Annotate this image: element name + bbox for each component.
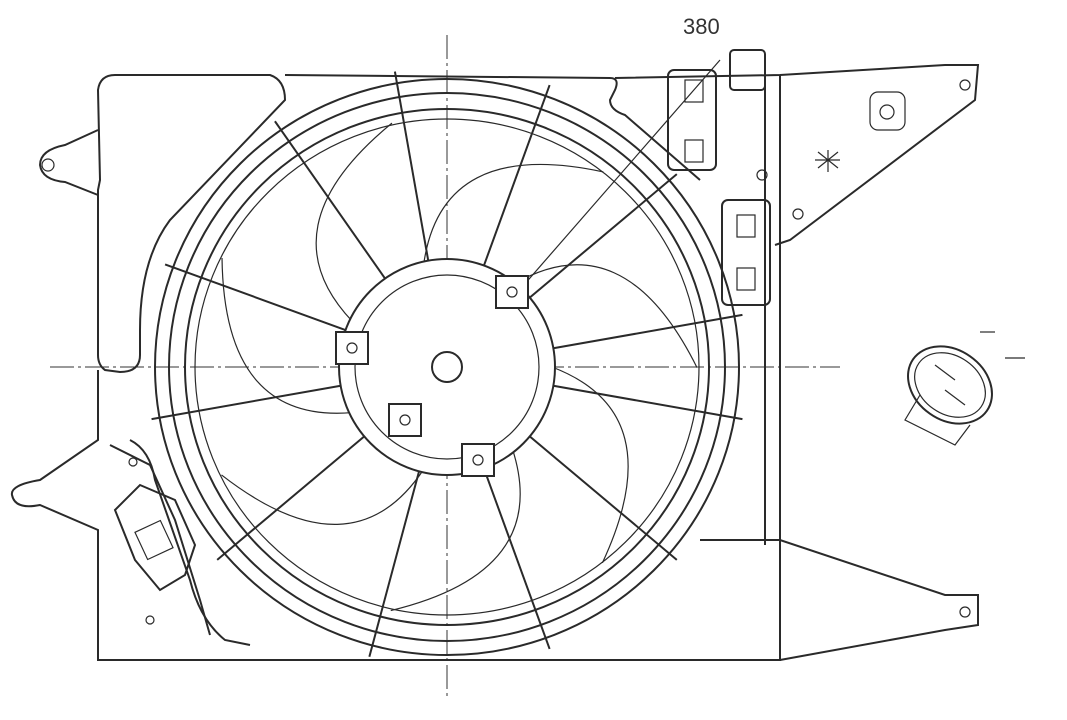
shroud-frame (10, 64, 980, 661)
blade (423, 163, 604, 265)
blade (221, 257, 353, 414)
screw-icon (506, 286, 518, 298)
spoke (480, 460, 551, 650)
fan-shroud-rings (154, 78, 740, 656)
fan-spokes (151, 71, 743, 658)
spoke (522, 173, 678, 304)
screw-icon (346, 342, 358, 354)
screw-icon (472, 454, 484, 466)
spoke (545, 383, 743, 421)
spoke (164, 263, 354, 334)
blade (390, 448, 521, 612)
screw-icon (399, 414, 411, 426)
right-connector (904, 331, 1025, 446)
spoke (522, 430, 678, 561)
hub-mount (388, 403, 422, 437)
dimension-label: 380 (683, 14, 720, 39)
spoke (545, 313, 743, 351)
left-connector (113, 457, 197, 625)
blade (512, 264, 698, 368)
hub-mount (495, 275, 529, 309)
blade (315, 122, 393, 322)
spoke (151, 383, 349, 421)
blade (551, 366, 629, 564)
spoke (216, 430, 372, 561)
spoke (368, 463, 423, 658)
spoke (393, 71, 431, 269)
hub-mount (461, 443, 495, 477)
blade (221, 469, 425, 525)
hub-mount (335, 331, 369, 365)
fan-hub (335, 258, 556, 477)
spoke (480, 84, 551, 274)
fan-blades (221, 122, 698, 612)
top-clips (667, 49, 771, 306)
spoke (274, 120, 391, 286)
